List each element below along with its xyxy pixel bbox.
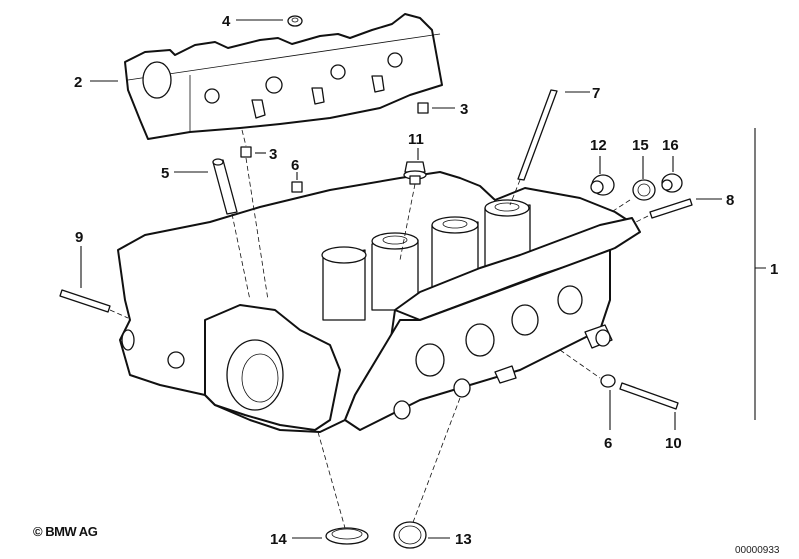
svg-text:6: 6	[604, 435, 612, 452]
callout-7[interactable]: 7	[565, 85, 600, 102]
svg-text:5: 5	[161, 165, 169, 182]
svg-text:3: 3	[460, 101, 468, 118]
callout-3-upper[interactable]: 3	[432, 101, 468, 118]
stud-bolt[interactable]	[619, 382, 679, 410]
svg-text:6: 6	[291, 157, 299, 174]
svg-text:1: 1	[770, 261, 778, 278]
stud-bolt-long[interactable]	[517, 89, 558, 181]
cylinder-head[interactable]	[117, 171, 641, 433]
screw-plug[interactable]	[590, 174, 615, 196]
callout-13[interactable]: 13	[428, 531, 472, 548]
callout-11[interactable]: 11	[408, 131, 424, 160]
callout-1[interactable]: 1	[754, 128, 778, 420]
callout-8[interactable]: 8	[696, 192, 734, 209]
svg-text:12: 12	[590, 137, 607, 154]
callout-15[interactable]: 15	[632, 137, 649, 179]
callout-10[interactable]: 10	[665, 412, 682, 452]
document-number: 00000933	[735, 545, 780, 556]
callout-16[interactable]: 16	[662, 137, 679, 172]
copyright-notice: © BMW AG	[33, 524, 98, 539]
svg-text:9: 9	[75, 229, 83, 246]
svg-text:13: 13	[455, 531, 472, 548]
screw-plug[interactable]	[661, 173, 683, 193]
callout-2[interactable]: 2	[74, 74, 118, 91]
stud-bolt[interactable]	[59, 289, 111, 313]
gasket-ring[interactable]	[632, 179, 656, 201]
camshaft-bearing-cover[interactable]	[124, 13, 443, 140]
callout-5[interactable]: 5	[161, 165, 208, 182]
dowel-sleeve[interactable]	[240, 146, 252, 158]
svg-text:8: 8	[726, 192, 734, 209]
nut[interactable]	[287, 15, 303, 27]
sealing-ring[interactable]	[393, 521, 427, 549]
svg-text:7: 7	[592, 85, 600, 102]
callout-9[interactable]: 9	[75, 229, 83, 288]
svg-text:4: 4	[222, 13, 231, 30]
svg-text:3: 3	[269, 146, 277, 163]
dowel-sleeve[interactable]	[417, 102, 429, 114]
callout-6-upper[interactable]: 6	[291, 157, 299, 180]
svg-text:10: 10	[665, 435, 682, 452]
svg-text:11: 11	[408, 131, 424, 148]
callout-14[interactable]: 14	[270, 531, 322, 548]
callout-3-lower[interactable]: 3	[255, 146, 277, 163]
callout-6-lower[interactable]: 6	[604, 390, 612, 452]
svg-text:14: 14	[270, 531, 287, 548]
svg-text:16: 16	[662, 137, 679, 154]
svg-text:2: 2	[74, 74, 82, 91]
stud-bolt[interactable]	[649, 198, 693, 219]
dowel-sleeve[interactable]	[291, 181, 303, 193]
callout-4[interactable]: 4	[222, 13, 283, 30]
dowel-sleeve[interactable]	[600, 374, 616, 388]
sealing-ring[interactable]	[325, 527, 369, 545]
callout-12[interactable]: 12	[590, 137, 607, 174]
valve-guide[interactable]	[212, 158, 238, 215]
svg-text:15: 15	[632, 137, 649, 154]
